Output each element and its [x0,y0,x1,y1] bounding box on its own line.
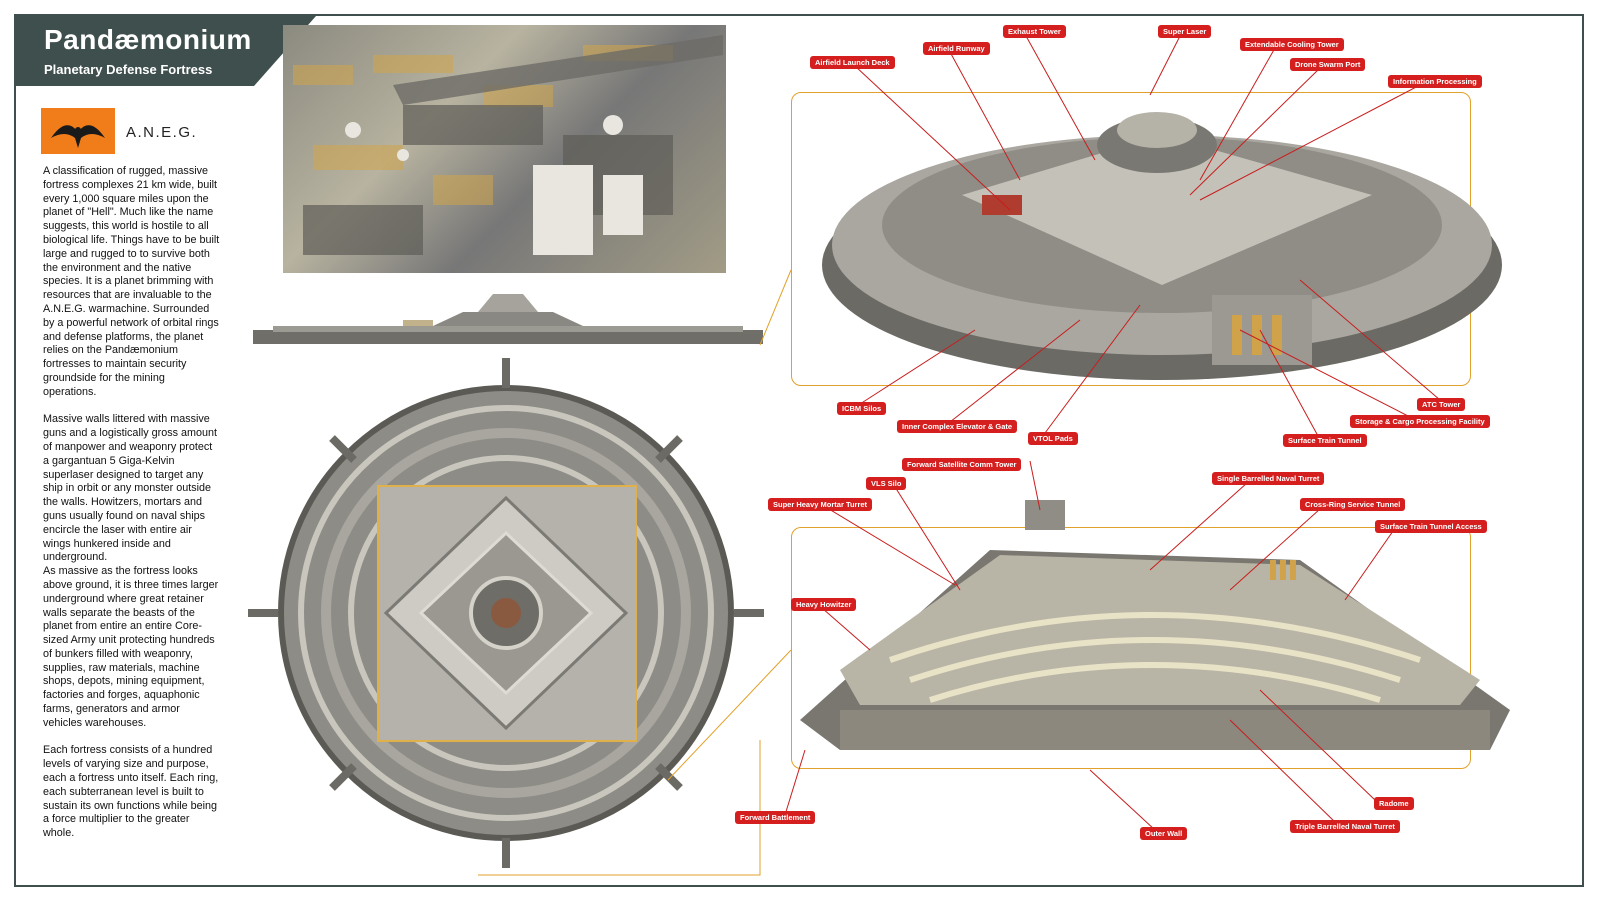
label-storage-cargo: Storage & Cargo Processing Facility [1350,415,1490,428]
label-vls-silo: VLS Silo [866,477,907,490]
fortress-perspective-image [812,75,1512,395]
label-exhaust-tower: Exhaust Tower [1003,25,1066,38]
label-vtol-pads: VTOL Pads [1028,432,1078,445]
label-super-heavy-mortar: Super Heavy Mortar Turret [768,498,873,511]
page-frame [14,14,1584,887]
page-title: Pandæmonium [44,24,252,55]
label-information-processing: Information Processing [1388,75,1482,88]
label-atc-tower: ATC Tower [1417,398,1466,411]
label-extendable-cooling-tower: Extendable Cooling Tower [1240,38,1344,51]
label-radome: Radome [1374,797,1414,810]
label-outer-wall: Outer Wall [1140,827,1188,840]
page-subtitle: Planetary Defense Fortress [44,62,213,77]
label-drone-swarm-port: Drone Swarm Port [1290,58,1366,71]
label-forward-battlement: Forward Battlement [735,811,816,824]
label-super-laser: Super Laser [1158,25,1212,38]
label-heavy-howitzer: Heavy Howitzer [791,598,857,611]
label-single-barrelled-turret: Single Barrelled Naval Turret [1212,472,1325,485]
label-airfield-launch-deck: Airfield Launch Deck [810,56,895,69]
label-icbm-silos: ICBM Silos [837,402,887,415]
label-forward-satellite-comm: Forward Satellite Comm Tower [902,458,1022,471]
section-cutaway-image [800,500,1530,790]
faction-name: A.N.E.G. [126,124,198,141]
plan-view-image [248,358,768,878]
side-elevation-image [253,290,763,358]
label-cross-ring-tunnel: Cross-Ring Service Tunnel [1300,498,1406,511]
aerial-render-image [283,25,726,273]
section-callout-frame [791,527,1471,769]
label-triple-barrelled-turret: Triple Barrelled Naval Turret [1290,820,1400,833]
label-surface-train-tunnel: Surface Train Tunnel [1283,434,1367,447]
label-inner-complex-elevator: Inner Complex Elevator & Gate [897,420,1018,433]
label-airfield-runway: Airfield Runway [923,42,990,55]
label-surface-train-access: Surface Train Tunnel Access [1375,520,1487,533]
description-text: A classification of rugged, massive fort… [43,165,220,840]
phoenix-emblem-icon [41,108,115,154]
